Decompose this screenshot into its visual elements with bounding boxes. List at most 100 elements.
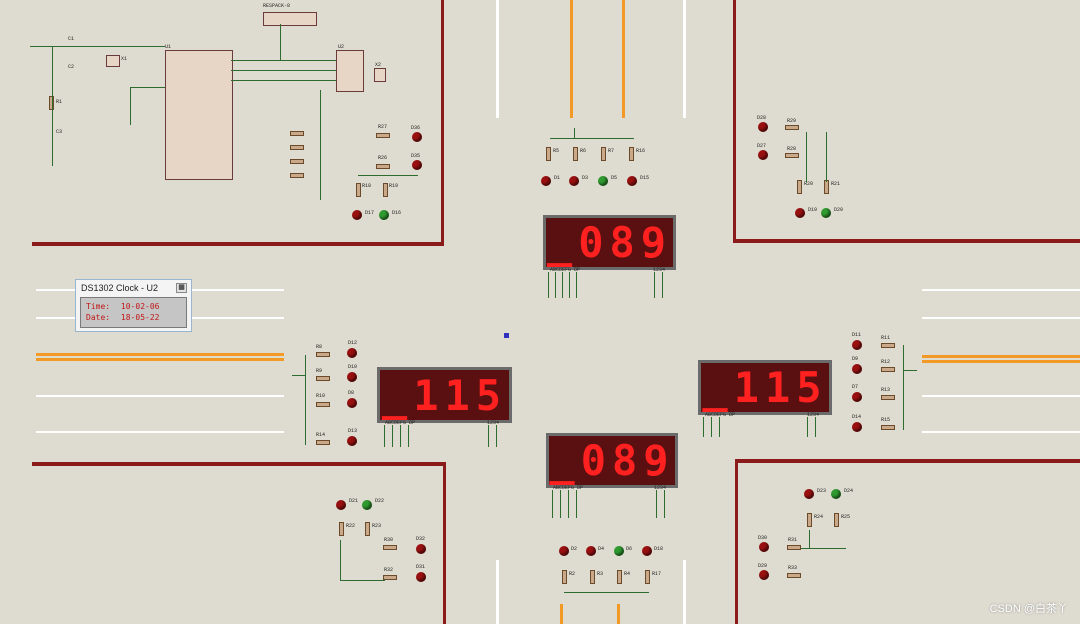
respack-component[interactable] [263,12,317,26]
resistor-r4[interactable] [617,570,622,584]
ds1302-clock-window[interactable]: DS1302 Clock - U2 ▦ Time: 10-02-06 Date:… [75,279,192,332]
resistor-r33[interactable] [787,573,801,578]
led-d32[interactable] [416,544,426,554]
resistor-r32[interactable] [383,575,397,580]
resistor-r23[interactable] [365,522,370,536]
resistor-r26[interactable] [376,164,390,169]
r16-label: R16 [636,148,646,154]
r19-label: R19 [389,183,399,189]
resistor-r17[interactable] [645,570,650,584]
resistor-r2[interactable] [562,570,567,584]
led-d35[interactable] [412,160,422,170]
r21-label: R21 [831,181,841,187]
resistor-r13[interactable] [881,395,895,400]
led-d8[interactable] [347,398,357,408]
resistor-r29[interactable] [785,125,799,130]
resistor-r24[interactable] [807,513,812,527]
r1-label: R1 [56,99,63,105]
led-d1[interactable] [541,176,551,186]
resistor[interactable] [290,145,304,150]
resistor-r7[interactable] [601,147,606,161]
r15-label: R15 [881,417,891,423]
led-d31[interactable] [416,572,426,582]
microcontroller-u1[interactable] [165,50,233,180]
resistor-r28[interactable] [785,153,799,158]
c3-label: C3 [56,129,63,135]
r10-label: R10 [316,393,326,399]
led-d10[interactable] [347,372,357,382]
led-d11[interactable] [852,340,862,350]
resistor-r12[interactable] [881,367,895,372]
led-d28[interactable] [758,122,768,132]
watermark-text: CSDN @白茶丫 [989,603,1068,615]
clock-display-panel: Time: 10-02-06 Date: 18-05-22 [80,297,187,328]
resistor-r9[interactable] [316,376,330,381]
resistor-r19[interactable] [383,183,388,197]
led-d12[interactable] [347,348,357,358]
led-d18[interactable] [642,546,652,556]
led-d17[interactable] [352,210,362,220]
resistor-r10[interactable] [316,402,330,407]
resistor-r20[interactable] [797,180,802,194]
led-d24[interactable] [831,489,841,499]
led-d7[interactable] [852,392,862,402]
led-d27[interactable] [758,150,768,160]
led-d2[interactable] [559,546,569,556]
resistor-r25[interactable] [834,513,839,527]
resistor-r15[interactable] [881,425,895,430]
resistor-r3[interactable] [590,570,595,584]
led-d23[interactable] [804,489,814,499]
crystal-x1[interactable] [106,55,120,67]
road-wall-nw-vertical [441,0,444,246]
resistor-r27[interactable] [376,133,390,138]
led-d20[interactable] [821,208,831,218]
window-menu-icon[interactable]: ▦ [176,283,187,293]
led-d22[interactable] [362,500,372,510]
resistor-r14[interactable] [316,440,330,445]
resistor-r11[interactable] [881,343,895,348]
led-d19[interactable] [795,208,805,218]
resistor-r18[interactable] [356,183,361,197]
led-d4[interactable] [586,546,596,556]
display-pins-right: 1234 [807,412,820,418]
resistor-r31[interactable] [787,545,801,550]
led-d16[interactable] [379,210,389,220]
led-d6[interactable] [614,546,624,556]
r17-label: R17 [652,571,662,577]
led-d3[interactable] [569,176,579,186]
led-d14[interactable] [852,422,862,432]
time-value: 10-02-06 [120,302,160,311]
rtc-chip-u2[interactable] [336,50,364,92]
display-digits: _115 [702,363,828,412]
seven-segment-display-north: _089 [543,215,676,270]
wire [231,80,336,81]
led-d13[interactable] [347,436,357,446]
r31-label: R31 [788,537,798,543]
r20-label: R20 [804,181,814,187]
crystal-x2[interactable] [374,68,386,82]
resistor[interactable] [290,173,304,178]
resistor-r16[interactable] [629,147,634,161]
resistor-r21[interactable] [824,180,829,194]
display-digits: _089 [549,436,675,485]
resistor[interactable] [290,159,304,164]
resistor[interactable] [290,131,304,136]
resistor-r22[interactable] [339,522,344,536]
resistor-r8[interactable] [316,352,330,357]
lane-line [922,289,1080,291]
led-d15[interactable] [627,176,637,186]
resistor-r30[interactable] [383,545,397,550]
led-d5[interactable] [598,176,608,186]
resistor-r5[interactable] [546,147,551,161]
lane-line [496,0,499,118]
led-d9[interactable] [852,364,862,374]
led-d36[interactable] [412,132,422,142]
led-d30[interactable] [759,542,769,552]
led-d21[interactable] [336,500,346,510]
resistor-r6[interactable] [573,147,578,161]
wire [340,540,341,580]
r6-label: R6 [580,148,587,154]
resistor-r1[interactable] [49,96,54,110]
probe-marker[interactable] [504,333,509,338]
led-d29[interactable] [759,570,769,580]
